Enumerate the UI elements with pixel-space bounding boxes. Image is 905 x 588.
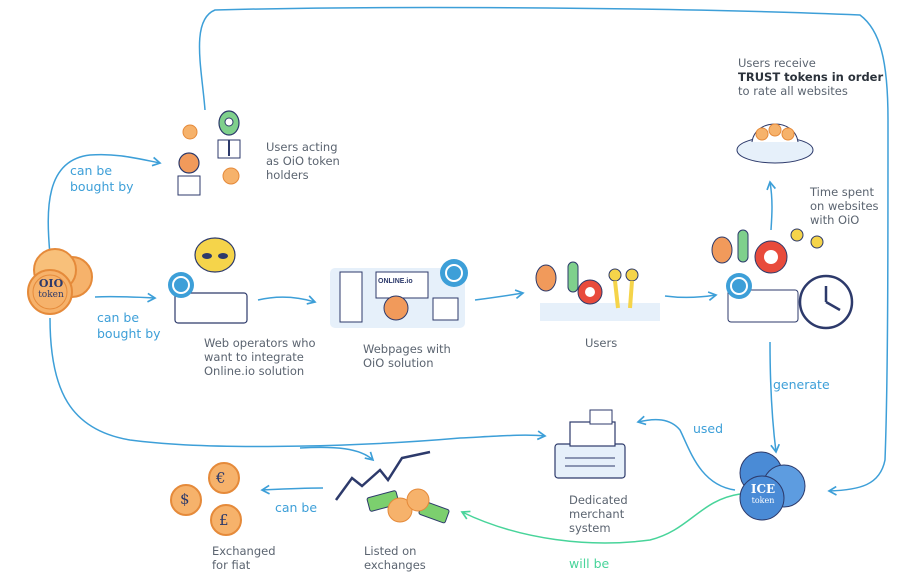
pound-icon: £ — [219, 511, 229, 529]
dollar-icon: $ — [180, 490, 190, 508]
operators-caption: Web operators who want to integrate Onli… — [204, 336, 316, 378]
edge-label-used: used — [693, 421, 724, 436]
oio-coin-text-1: OIO — [38, 277, 64, 290]
caption-line: Time spent — [810, 185, 874, 199]
users-caption: Users — [585, 336, 617, 350]
arrow-ice-to-merchant — [636, 415, 736, 491]
oio-coin-label: OIO token — [33, 277, 69, 300]
edge-label-line: can be — [70, 163, 113, 178]
caption-line: for fiat — [212, 558, 251, 572]
arrow-webpages-to-users — [474, 289, 525, 301]
caption-line: Users — [585, 336, 618, 350]
merchant-caption: Dedicated merchant system — [569, 493, 628, 535]
arrow-users-to-time — [664, 291, 718, 301]
arrow-oio-to-operators — [94, 292, 157, 303]
arrow-time-to-ufo — [766, 180, 777, 231]
operator-illustration — [168, 237, 248, 324]
euro-icon: € — [216, 469, 226, 487]
ice-coin-label: ICE token — [743, 482, 783, 505]
caption-line: merchant — [569, 507, 625, 521]
ice-coin-text-2: token — [751, 496, 775, 505]
arrow-holders-loop-to-ice — [198, 6, 889, 496]
arrow-exchanges-to-fiat — [260, 484, 324, 495]
webpage-screen-label: ONLINE.io — [378, 278, 413, 285]
holders-caption: Users acting as OiO token holders — [266, 140, 340, 182]
edge-label-line: bought by — [70, 179, 134, 194]
caption-line: Web operators who — [204, 336, 316, 350]
caption-line: system — [569, 521, 611, 535]
caption-line: as OiO token — [266, 154, 340, 168]
webpages-caption: Webpages with OiO solution — [363, 342, 451, 370]
edge-label-bought-by-holders: can be bought by — [70, 163, 134, 195]
oio-coin-text-2: token — [38, 290, 64, 300]
ice-coin-icon — [739, 451, 806, 521]
arrow-generate-to-ice — [769, 341, 781, 454]
ice-coin-text-1: ICE — [750, 482, 776, 496]
caption-line: Dedicated — [569, 493, 628, 507]
holders-illustration — [177, 110, 241, 196]
fiat-coins — [170, 462, 242, 536]
exchanges-caption: Listed on exchanges — [364, 544, 426, 572]
edge-label-line: bought by — [97, 326, 161, 341]
edge-label-generate: generate — [773, 377, 830, 392]
caption-line: exchanges — [364, 558, 426, 572]
caption-line: Users receive — [738, 56, 816, 70]
time-caption: Time spent on websites with OiO — [810, 185, 879, 227]
caption-line: Users acting — [266, 140, 338, 154]
ufo-icon — [736, 123, 814, 164]
caption-line: Listed on — [364, 544, 417, 558]
caption-line: on websites — [810, 199, 879, 213]
users-illustration — [535, 261, 660, 321]
caption-bold: TRUST tokens in order — [738, 70, 884, 84]
arrow-ice-to-exchanges — [460, 493, 741, 544]
edge-label-can-be: can be — [275, 500, 318, 515]
oio-coin-icon — [27, 248, 93, 315]
edge-label-line: can be — [97, 310, 140, 325]
edge-label-will-be: will be — [569, 556, 610, 571]
caption-line: holders — [266, 168, 309, 182]
chart-icon — [334, 450, 450, 524]
caption-line: with OiO — [810, 213, 860, 227]
cash-register-icon — [554, 409, 626, 479]
caption-line: Online.io solution — [204, 364, 305, 378]
clock-icon — [798, 274, 854, 330]
caption-line: Webpages with — [363, 342, 451, 356]
arrow-branch-to-exchanges — [299, 446, 375, 462]
arrow-oio-to-merchant — [49, 317, 547, 448]
trust-caption: Users receive TRUST tokens in order to r… — [738, 56, 883, 98]
caption-line: to rate all websites — [738, 84, 848, 98]
fiat-caption: Exchanged for fiat — [212, 544, 276, 572]
webpages-illustration — [330, 259, 468, 328]
edge-label-bought-by-operators: can be bought by — [97, 310, 161, 342]
caption-line: Exchanged — [212, 544, 276, 558]
arrow-operators-to-webpages — [257, 295, 317, 305]
time-illustration — [711, 228, 854, 330]
caption-line: want to integrate — [204, 350, 304, 364]
caption-line: OiO solution — [363, 356, 434, 370]
arrow-oio-to-holders — [47, 153, 162, 256]
